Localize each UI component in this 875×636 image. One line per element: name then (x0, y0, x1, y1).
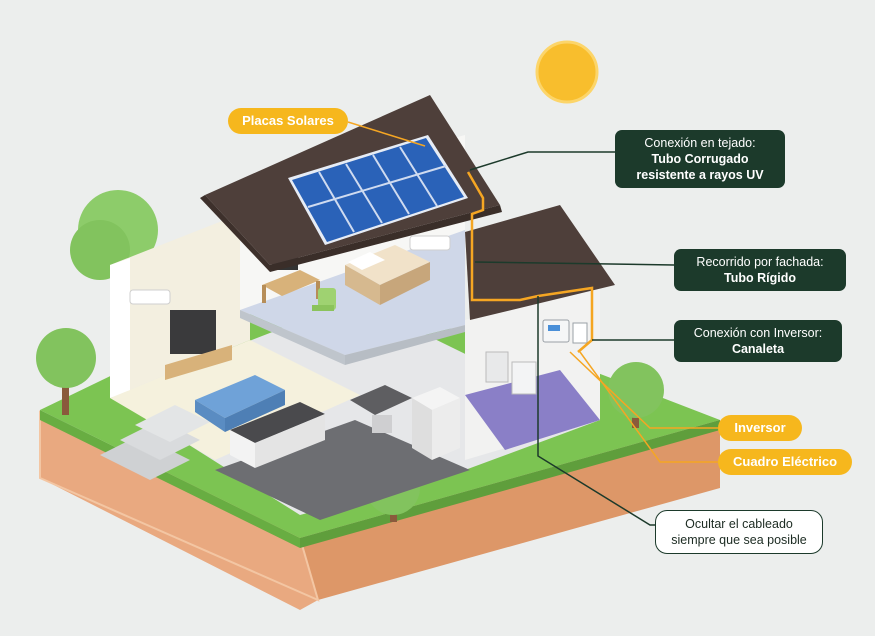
air-conditioner (409, 235, 451, 251)
roof-connection-line3: resistente a rayos UV (636, 168, 764, 182)
inverter-connection-label: Conexión con Inversor: Canaleta (674, 320, 842, 362)
solar-panels-label: Placas Solares (228, 108, 348, 134)
electrical-panel-icon (572, 322, 588, 344)
solar-panel-icon (288, 135, 468, 245)
facade-route-label: Recorrido por fachada: Tubo Rígido (674, 249, 846, 291)
kitchen-counter (230, 402, 325, 468)
inverter-icon (542, 319, 570, 343)
inverter-connection-line2: Canaleta (731, 342, 785, 356)
kitchen-floor (215, 420, 470, 520)
hide-wiring-line1: Ocultar el cableado (685, 517, 793, 531)
facade-route-line2: Tubo Rígido (724, 271, 796, 285)
roof-connection-line2: Tubo Corrugado (651, 152, 749, 166)
bed (345, 245, 430, 305)
garage-floor (465, 370, 600, 450)
inverter-label: Inversor (718, 415, 802, 441)
washing-machine (485, 351, 509, 383)
hide-wiring-line2: siempre que sea posible (671, 533, 807, 547)
tree-icon (36, 328, 96, 415)
facade-route-line1: Recorrido por fachada: (696, 255, 824, 269)
fridge (412, 387, 460, 460)
roof-connection-line1: Conexión en tejado: (644, 136, 756, 150)
stove (350, 385, 412, 433)
air-conditioner (129, 289, 171, 305)
inverter-connection-line1: Conexión con Inversor: (693, 326, 823, 340)
chair (312, 288, 336, 311)
hide-wiring-label: Ocultar el cableado siempre que sea posi… (655, 510, 823, 554)
living-tv (165, 310, 232, 380)
sun-icon (535, 40, 599, 104)
leader-lines (347, 121, 718, 526)
tree-icon (608, 362, 664, 428)
dryer (511, 361, 537, 395)
electrical-panel-label: Cuadro Eléctrico (718, 449, 852, 475)
roof-connection-label: Conexión en tejado: Tubo Corrugado resis… (615, 130, 785, 188)
sofa (195, 375, 285, 432)
stairs (100, 405, 210, 480)
